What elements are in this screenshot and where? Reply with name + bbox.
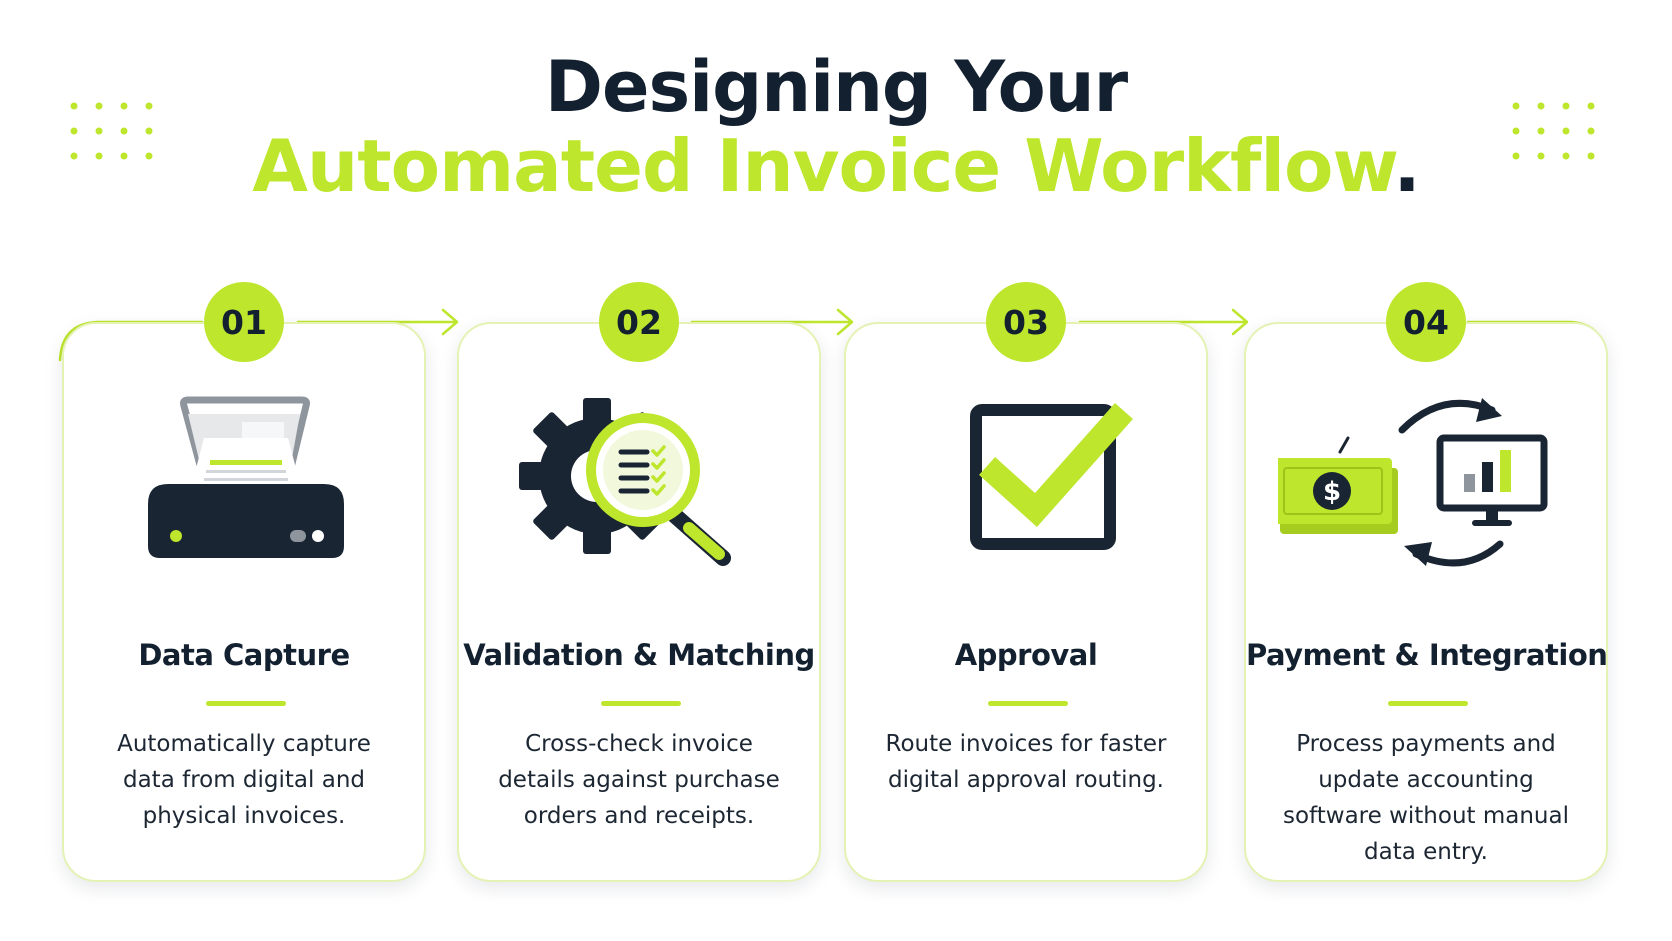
checkbox-icon: [878, 386, 1178, 586]
title-underline: [1388, 701, 1468, 706]
step-card-approval: Approval Route invoices for faster digit…: [844, 322, 1208, 882]
dot-grid-right-icon: [1512, 102, 1608, 166]
title-underline: [601, 701, 681, 706]
step-description: Process payments and update accounting s…: [1283, 731, 1569, 865]
title-highlight-text: Automated Invoice Workflow: [252, 124, 1394, 208]
step-title: Approval: [954, 638, 1098, 672]
step-number-badge: 03: [986, 282, 1066, 362]
page-title-highlight: Automated Invoice Workflow.: [0, 124, 1672, 208]
step-description: Cross-check invoice details against purc…: [498, 731, 780, 829]
step-number-badge: 01: [204, 282, 284, 362]
payment-sync-icon: $: [1274, 386, 1578, 586]
step-number-badge: 04: [1386, 282, 1466, 362]
dot-grid-left-icon: [70, 102, 166, 166]
step-description: Automatically capture data from digital …: [117, 731, 371, 829]
step-title: Data Capture: [138, 638, 350, 672]
step-title: Payment & Integration: [1246, 638, 1608, 672]
page-title: Designing Your: [544, 46, 1128, 128]
step-title: Validation & Matching: [463, 638, 815, 672]
title-underline: [206, 701, 286, 706]
gear-magnifier-icon: [491, 386, 791, 586]
step-card-data-capture: Data Capture Automatically capture data …: [62, 322, 426, 882]
step-description: Route invoices for faster digital approv…: [885, 731, 1167, 793]
svg-text:$: $: [1323, 477, 1341, 507]
scanner-icon: [96, 386, 396, 586]
step-card-validation-matching: Validation & Matching Cross-check invoic…: [457, 322, 821, 882]
step-card-payment-integration: $ Payment & Integration Process payments…: [1244, 322, 1608, 882]
title-period: .: [1393, 124, 1420, 208]
step-number-badge: 02: [599, 282, 679, 362]
title-underline: [988, 701, 1068, 706]
